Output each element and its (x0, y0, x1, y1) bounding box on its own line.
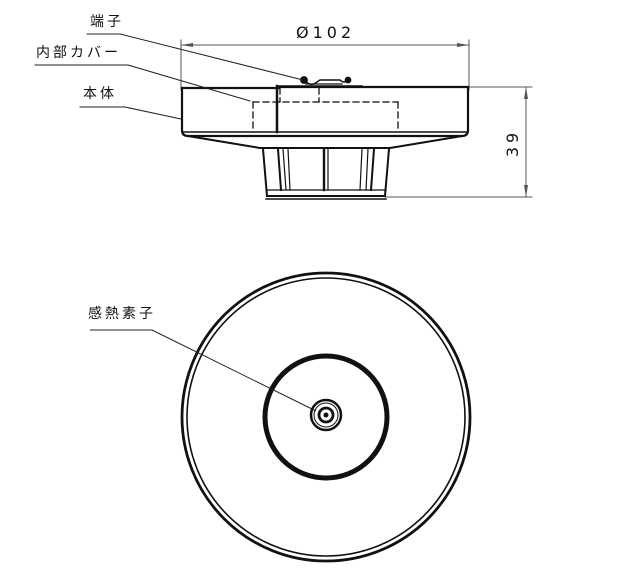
body-skirt (186, 134, 464, 149)
leader-line-heat-element (90, 329, 317, 412)
height-dimension (384, 86, 533, 198)
heat-sensing-element-shape (309, 398, 343, 432)
bottom-view (90, 271, 472, 563)
outer-ring (180, 271, 472, 563)
label-body: 本体 (83, 86, 117, 102)
label-inner-cover: 内部カバー (36, 45, 121, 61)
inner-cover-hidden-lines (252, 87, 399, 132)
sensor-guard (261, 147, 391, 200)
label-terminal: 端子 (90, 14, 124, 30)
height-value: 39 (503, 128, 523, 158)
leader-lines (34, 33, 304, 120)
terminal-shape (300, 76, 352, 86)
diameter-value: Ø102 (296, 23, 356, 42)
side-view (34, 33, 533, 200)
diameter-dimension (180, 39, 470, 91)
label-heat-sensing-element: 感熱素子 (88, 306, 156, 322)
body-outline (180, 84, 470, 138)
